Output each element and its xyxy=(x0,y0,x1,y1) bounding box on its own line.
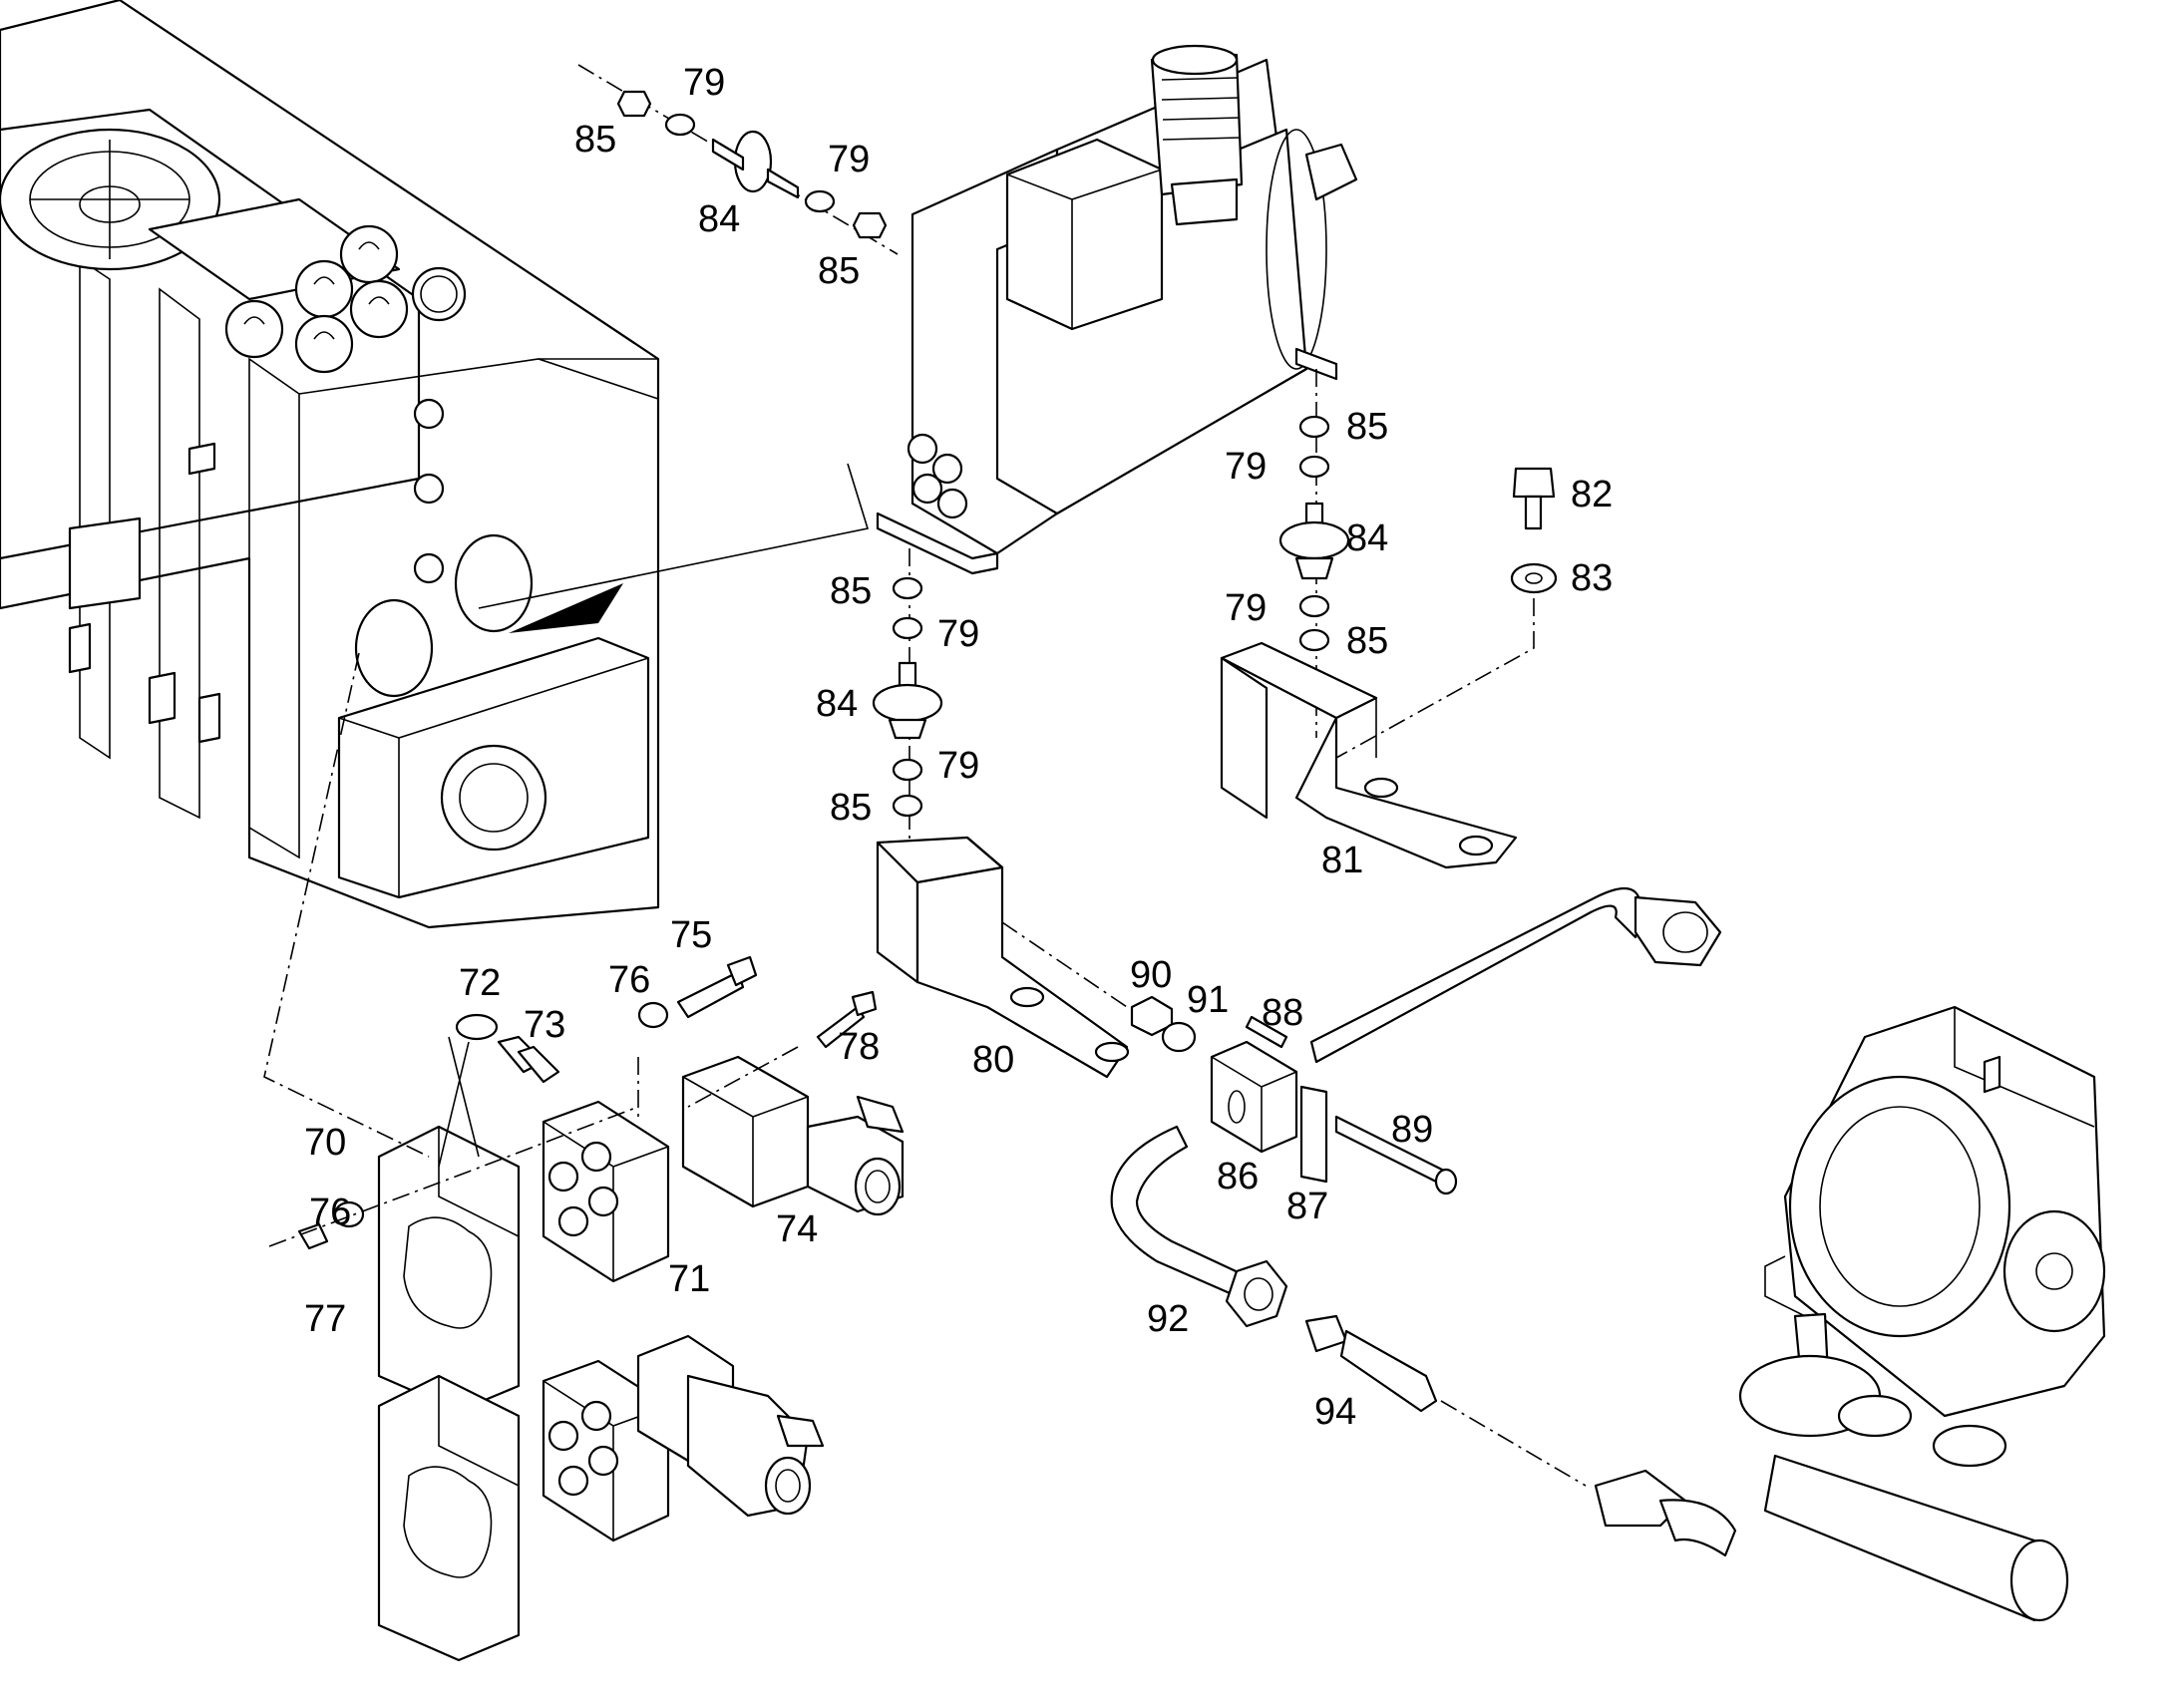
callout-85: 85 xyxy=(830,570,872,612)
callout-82: 82 xyxy=(1571,474,1613,515)
callout-94: 94 xyxy=(1314,1391,1356,1433)
pipe-clamp-assembly xyxy=(1110,886,1722,1487)
machine-frame xyxy=(0,0,870,929)
gearbox-housing xyxy=(1594,1005,2106,1622)
callout-labels: 79 85 79 84 85 85 79 84 79 85 82 83 81 8… xyxy=(304,62,1613,1433)
callout-79: 79 xyxy=(683,62,725,104)
callout-78: 78 xyxy=(838,1026,880,1068)
callout-90: 90 xyxy=(1130,954,1172,996)
callout-85: 85 xyxy=(574,119,616,161)
callout-76: 76 xyxy=(309,1192,351,1233)
callout-84: 84 xyxy=(1346,517,1388,559)
callout-74: 74 xyxy=(776,1208,818,1250)
callout-88: 88 xyxy=(1262,992,1303,1034)
callout-79: 79 xyxy=(828,139,870,180)
valve-manifold-assembly xyxy=(263,652,905,1662)
callout-87: 87 xyxy=(1286,1186,1328,1227)
callout-76: 76 xyxy=(608,959,650,1001)
callout-89: 89 xyxy=(1391,1109,1433,1151)
callout-81: 81 xyxy=(1321,840,1363,881)
callout-92: 92 xyxy=(1147,1298,1189,1340)
callout-86: 86 xyxy=(1217,1156,1259,1197)
callout-71: 71 xyxy=(668,1258,710,1300)
mount-set-right xyxy=(1220,369,1558,869)
callout-85: 85 xyxy=(1346,406,1388,448)
callout-84: 84 xyxy=(816,683,858,725)
callout-85: 85 xyxy=(1346,620,1388,662)
callout-85: 85 xyxy=(830,787,872,829)
callout-77: 77 xyxy=(304,1298,346,1340)
callout-79: 79 xyxy=(1225,587,1267,629)
callout-79: 79 xyxy=(937,613,979,655)
callout-79: 79 xyxy=(937,745,979,787)
hydraulic-power-pack xyxy=(876,44,1358,575)
callout-85: 85 xyxy=(818,250,860,292)
callout-75: 75 xyxy=(670,914,712,956)
callout-91: 91 xyxy=(1187,979,1229,1021)
callout-80: 80 xyxy=(972,1039,1014,1081)
callout-72: 72 xyxy=(459,962,501,1004)
callout-83: 83 xyxy=(1571,557,1613,599)
mount-set-top xyxy=(577,64,899,255)
mount-set-left xyxy=(872,548,1130,1079)
callout-79: 79 xyxy=(1225,446,1267,488)
callout-70: 70 xyxy=(304,1122,346,1164)
callout-73: 73 xyxy=(524,1004,565,1046)
callout-84: 84 xyxy=(698,198,740,240)
